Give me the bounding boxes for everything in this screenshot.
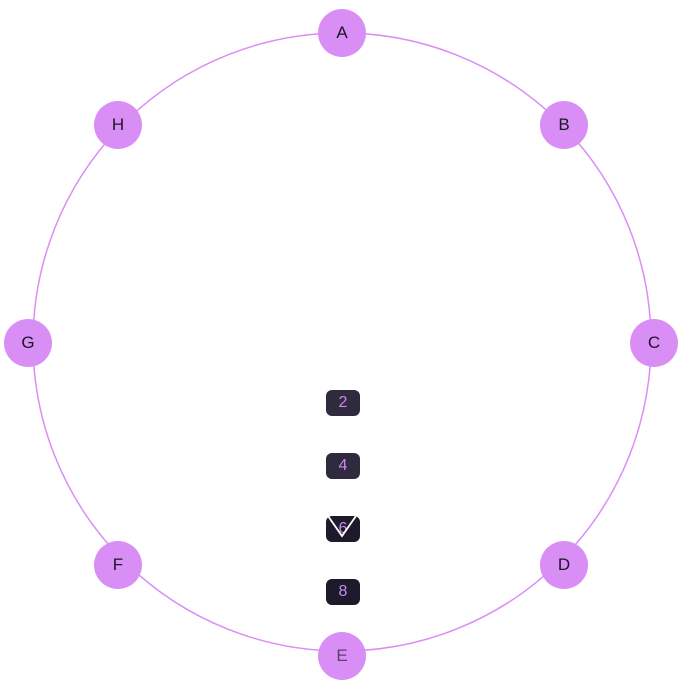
box-2[interactable]: 2: [326, 390, 360, 416]
v-mark-icon: [327, 516, 357, 538]
box-4[interactable]: 4: [326, 453, 360, 479]
box-8[interactable]: 8: [326, 579, 360, 605]
node-g[interactable]: G: [4, 319, 52, 367]
box-6-label: 6: [338, 520, 348, 537]
box-6[interactable]: 6: [326, 516, 360, 542]
node-e[interactable]: E: [318, 632, 366, 680]
node-h[interactable]: H: [94, 101, 142, 149]
node-a[interactable]: A: [318, 9, 366, 57]
node-f[interactable]: F: [94, 541, 142, 589]
node-c[interactable]: C: [630, 319, 678, 367]
node-b[interactable]: B: [540, 101, 588, 149]
node-d[interactable]: D: [540, 541, 588, 589]
